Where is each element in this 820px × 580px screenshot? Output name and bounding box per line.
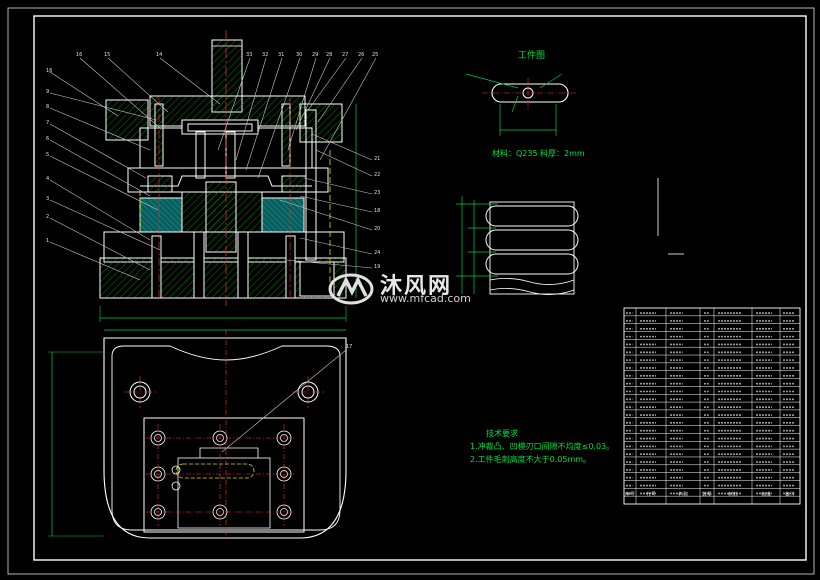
leader-lines-right bbox=[279, 133, 373, 269]
bom-col-material: 材料 bbox=[727, 492, 738, 498]
workpiece-title: 工件图 bbox=[518, 51, 546, 61]
main-section-view bbox=[99, 30, 357, 322]
bom-col-remark: 备注 bbox=[784, 492, 795, 498]
bom-col-qty: 数量 bbox=[701, 492, 712, 498]
svg-text:15: 15 bbox=[104, 52, 110, 58]
bom-table bbox=[623, 307, 801, 505]
svg-text:27: 27 bbox=[342, 52, 348, 58]
svg-text:4: 4 bbox=[46, 176, 49, 182]
bom-col-name: 名称 bbox=[677, 492, 688, 498]
svg-text:8: 8 bbox=[46, 104, 49, 110]
workpiece-view bbox=[465, 73, 578, 136]
bom-col-index: 序号 bbox=[624, 492, 635, 498]
svg-text:25: 25 bbox=[372, 52, 378, 58]
svg-text:1: 1 bbox=[46, 238, 49, 244]
svg-text:6: 6 bbox=[46, 136, 49, 142]
leader-lines-left bbox=[49, 71, 161, 281]
strip-layout bbox=[456, 196, 579, 295]
svg-text:9: 9 bbox=[46, 89, 49, 95]
plan-view: 17 bbox=[48, 329, 352, 540]
inner-frame bbox=[33, 15, 807, 561]
workpiece-thickness: 料厚：2mm bbox=[540, 149, 585, 158]
bom-col-code: 代号 bbox=[645, 492, 656, 498]
svg-text:22: 22 bbox=[374, 172, 380, 178]
tech-req-item-2: 2.工件毛刺高度不大于0.05mm。 bbox=[470, 455, 592, 464]
svg-text:29: 29 bbox=[312, 52, 318, 58]
svg-text:24: 24 bbox=[374, 250, 380, 256]
svg-text:14: 14 bbox=[156, 52, 162, 58]
svg-text:26: 26 bbox=[358, 52, 364, 58]
svg-text:28: 28 bbox=[326, 52, 332, 58]
svg-text:21: 21 bbox=[374, 156, 380, 162]
svg-text:18: 18 bbox=[374, 208, 380, 214]
svg-text:16: 16 bbox=[76, 52, 82, 58]
svg-text:33: 33 bbox=[246, 52, 252, 58]
bom-col-standard: 标准 bbox=[760, 492, 771, 498]
svg-text:7: 7 bbox=[46, 120, 49, 126]
svg-text:17: 17 bbox=[346, 344, 352, 350]
watermark-site-name: 沐风网 bbox=[380, 274, 453, 299]
outer-frame bbox=[7, 7, 815, 575]
tech-req-item-1: 1.冲裁凸、凹模刃口间隙不均度≤0.03。 bbox=[470, 442, 615, 451]
watermark-url: www.mfcad.com bbox=[380, 292, 471, 305]
svg-text:20: 20 bbox=[374, 226, 380, 232]
svg-text:31: 31 bbox=[278, 52, 284, 58]
svg-text:19: 19 bbox=[374, 264, 380, 270]
bom-header: 序号 代号 名称 数量 材料 标准 备注 bbox=[624, 491, 800, 503]
svg-text:16: 16 bbox=[46, 68, 52, 74]
svg-text:30: 30 bbox=[296, 52, 302, 58]
tech-req-title: 技术要求 bbox=[486, 429, 518, 438]
svg-text:23: 23 bbox=[374, 190, 380, 196]
mfcad-logo-icon bbox=[328, 273, 374, 305]
leader-lines-top bbox=[79, 57, 377, 179]
svg-text:5: 5 bbox=[46, 152, 49, 158]
svg-text:32: 32 bbox=[262, 52, 268, 58]
bom-outline bbox=[623, 307, 801, 505]
svg-text:3: 3 bbox=[46, 196, 49, 202]
workpiece-material: 材料：Q235 bbox=[492, 149, 538, 158]
svg-text:2: 2 bbox=[46, 214, 49, 220]
